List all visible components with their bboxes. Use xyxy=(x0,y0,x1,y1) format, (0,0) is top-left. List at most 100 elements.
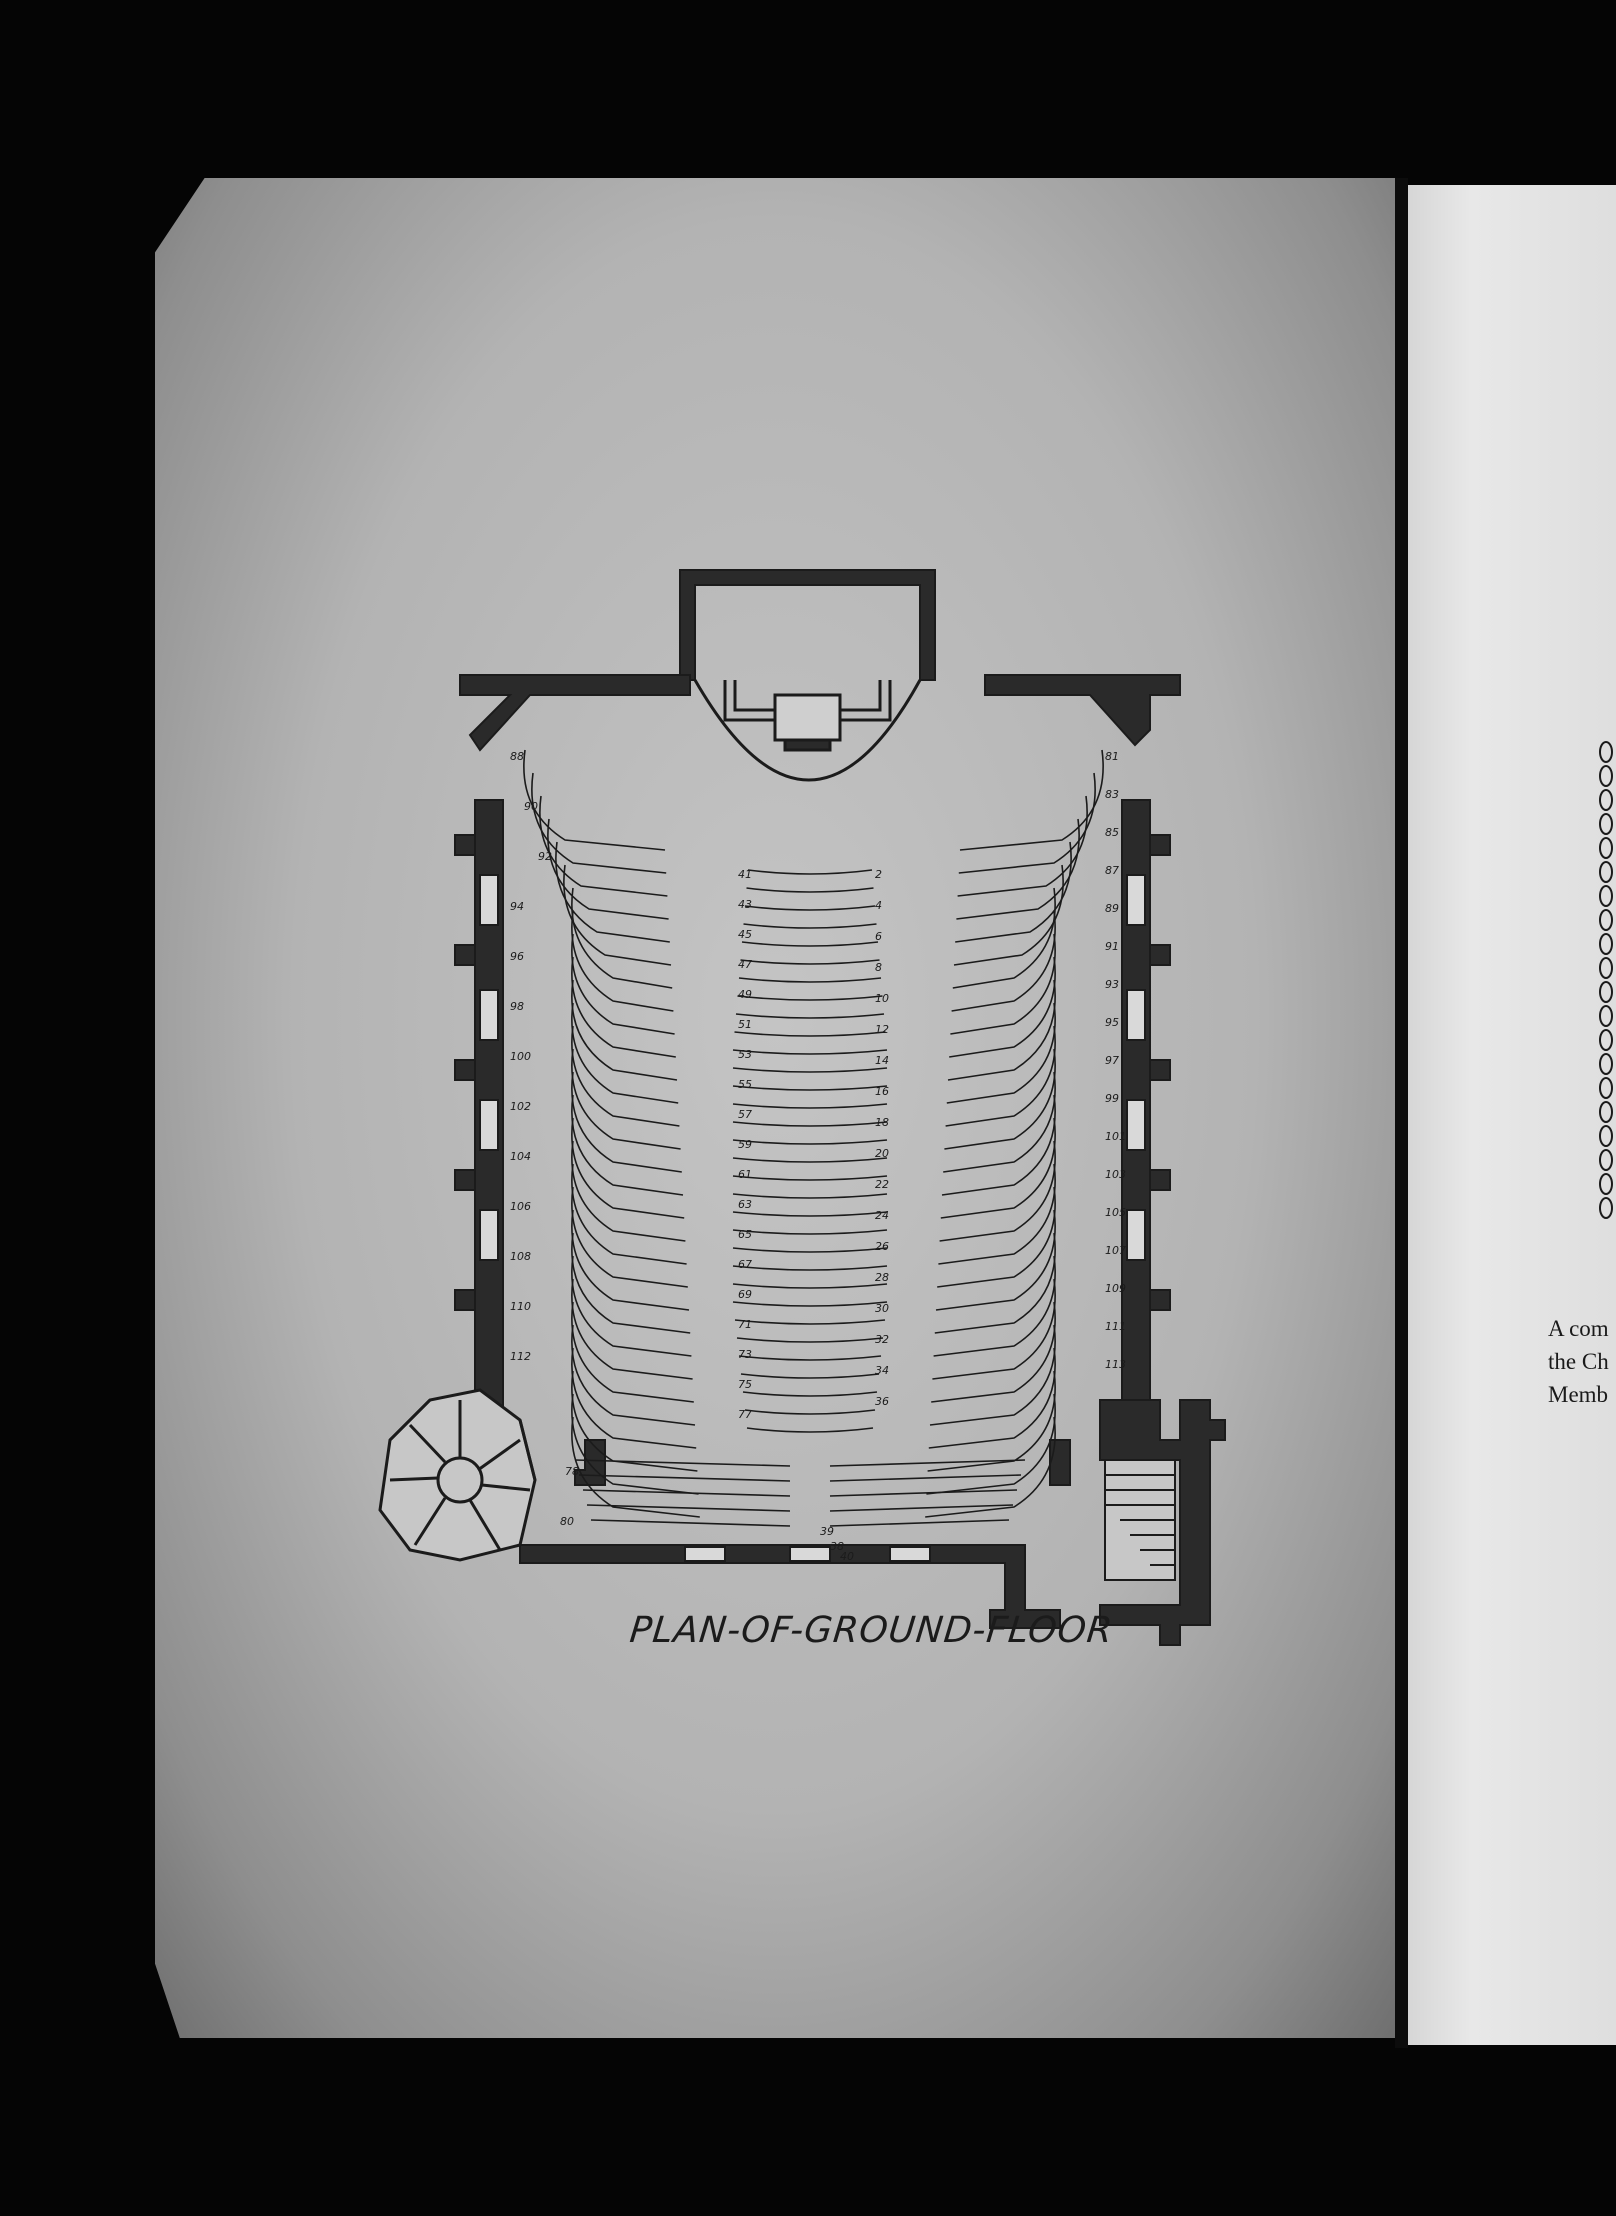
laurel-leaf xyxy=(1599,741,1613,763)
center-seat-number: 69 xyxy=(738,1288,752,1301)
center-row xyxy=(732,1085,888,1091)
left-wing-row xyxy=(571,910,674,1012)
left-wing-seat-number: 104 xyxy=(510,1150,531,1163)
laurel-leaf xyxy=(1599,1005,1613,1027)
left-wing-seat-number: 110 xyxy=(510,1300,531,1313)
center-row xyxy=(732,1301,888,1307)
right-wing-seat-number: 87 xyxy=(1105,864,1119,877)
left-wing-row xyxy=(571,887,673,989)
center-right-seat-number: 14 xyxy=(875,1054,889,1067)
right-wing-row xyxy=(953,864,1064,966)
center-seat-number: 45 xyxy=(738,928,752,941)
left-wing-seat-number: 94 xyxy=(510,900,524,913)
plan-caption: PLAN-OF-GROUND-FLOOR xyxy=(627,1610,1116,1651)
right-wing-seat-number: 111 xyxy=(1105,1320,1126,1333)
bottom-left-row xyxy=(590,1519,791,1527)
center-row xyxy=(732,1265,888,1271)
left-wing-row xyxy=(571,1094,684,1196)
center-right-seat-number: 16 xyxy=(875,1085,889,1098)
left-wing-seat-number: 112 xyxy=(510,1350,531,1363)
laurel-leaf xyxy=(1599,837,1613,859)
left-wing-row xyxy=(571,1140,686,1242)
stage-wall xyxy=(679,569,936,681)
laurel-leaf xyxy=(1599,1029,1613,1051)
right-wing-seat-number: 83 xyxy=(1105,788,1119,801)
center-right-seat-number: 22 xyxy=(875,1178,889,1191)
center-seat-number: 47 xyxy=(738,958,752,971)
left-wing-row xyxy=(563,864,672,966)
center-seat-number: 67 xyxy=(738,1258,752,1271)
right-wing-seat-number: 95 xyxy=(1105,1016,1119,1029)
center-right-seat-number: 12 xyxy=(875,1023,889,1036)
left-page xyxy=(155,178,1395,2038)
laurel-leaf xyxy=(1599,933,1613,955)
center-row xyxy=(732,1157,888,1163)
left-wing-seat-number: 106 xyxy=(510,1200,531,1213)
center-seat-number: 53 xyxy=(738,1048,752,1061)
right-wing-row xyxy=(931,1301,1056,1403)
center-seat-number: 75 xyxy=(738,1378,752,1391)
left-wing-row xyxy=(523,749,666,851)
left-wing-row xyxy=(571,1393,699,1495)
bottom-right-row xyxy=(829,1504,1014,1512)
center-right-seat-number: 8 xyxy=(875,961,882,974)
bottom-seat-number: 40 xyxy=(840,1550,854,1563)
bottom-right-row xyxy=(829,1474,1022,1482)
left-wing-row xyxy=(571,933,675,1035)
center-row xyxy=(732,1103,888,1109)
center-seat-number: 63 xyxy=(738,1198,752,1211)
left-wing-seat-number: 88 xyxy=(510,750,524,763)
center-row xyxy=(735,1013,885,1019)
left-wing-row xyxy=(571,1278,693,1380)
right-wing-seat-number: 105 xyxy=(1105,1206,1126,1219)
center-row xyxy=(742,1391,878,1397)
center-seat-number: 43 xyxy=(738,898,752,911)
right-wing-seat-number: 101 xyxy=(1105,1130,1126,1143)
center-right-seat-number: 30 xyxy=(875,1302,889,1315)
bottom-left-row xyxy=(574,1459,791,1467)
center-seat-number: 51 xyxy=(738,1018,752,1031)
right-wing-seat-number: 97 xyxy=(1105,1054,1119,1067)
right-wing-seat-number: 99 xyxy=(1105,1092,1119,1105)
center-seat-number: 61 xyxy=(738,1168,752,1181)
left-wing-row xyxy=(571,1048,681,1150)
right-wing-row xyxy=(959,749,1104,851)
right-line-1: A com xyxy=(1548,1316,1609,1341)
center-right-seat-number: 18 xyxy=(875,1116,889,1129)
laurel-leaf-icon xyxy=(1599,741,1613,1219)
seating-rows xyxy=(523,749,1104,1527)
top-left-wall xyxy=(459,674,691,752)
floor-plan-drawing: 4143454749515355575961636567697173757724… xyxy=(378,569,1226,1646)
bottom-left-row xyxy=(586,1504,791,1512)
center-row xyxy=(734,1031,886,1037)
center-right-seat-number: 34 xyxy=(875,1364,889,1377)
bottom-left-row xyxy=(578,1474,791,1482)
center-row xyxy=(732,1247,888,1253)
center-row xyxy=(738,1355,882,1361)
laurel-leaf xyxy=(1599,1053,1613,1075)
laurel-leaf xyxy=(1599,981,1613,1003)
right-wing-seat-number: 89 xyxy=(1105,902,1119,915)
center-row xyxy=(732,1139,888,1145)
center-row xyxy=(732,1229,888,1235)
center-row xyxy=(744,1409,876,1415)
right-wing-row xyxy=(945,1025,1056,1127)
center-row xyxy=(732,1049,888,1055)
left-wing-row xyxy=(571,1370,698,1472)
laurel-leaf xyxy=(1599,909,1613,931)
laurel-leaf xyxy=(1599,1173,1613,1195)
left-wing-row xyxy=(571,1002,679,1104)
laurel-leaf xyxy=(1599,789,1613,811)
center-row xyxy=(732,1067,888,1073)
right-wing-seat-number: 91 xyxy=(1105,940,1119,953)
laurel-leaf xyxy=(1599,1197,1613,1219)
center-right-seat-number: 36 xyxy=(875,1395,889,1408)
center-row xyxy=(747,869,873,875)
center-row xyxy=(734,1319,886,1325)
top-right-wall xyxy=(984,674,1181,747)
book-gutter xyxy=(1395,178,1408,2048)
right-wing-row xyxy=(935,1209,1056,1311)
bottom-right-row xyxy=(829,1489,1018,1497)
center-seat-number: 71 xyxy=(738,1318,752,1331)
right-wing-row xyxy=(939,1140,1056,1242)
